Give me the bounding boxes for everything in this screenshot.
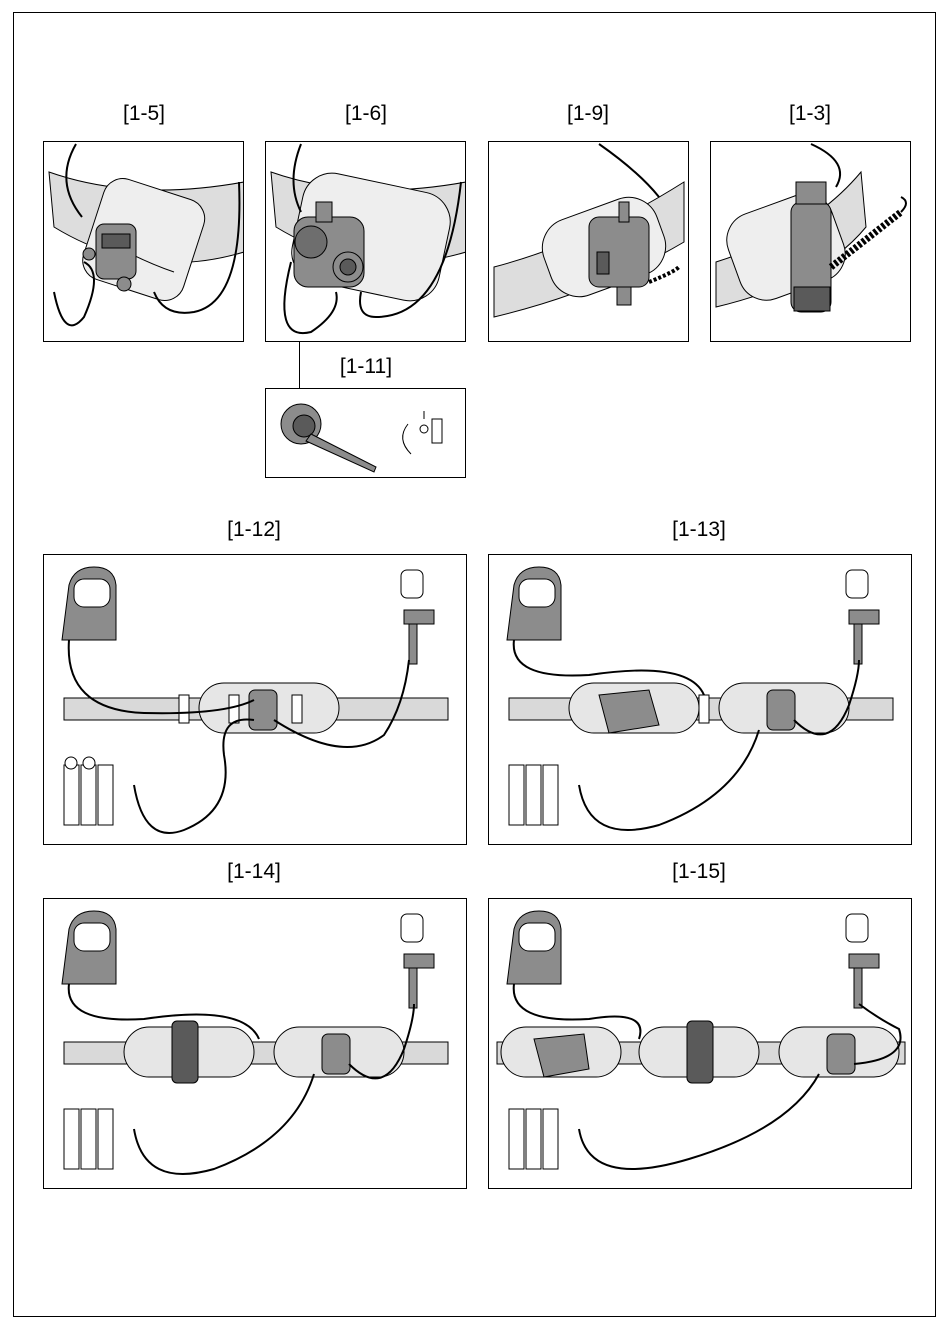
display-unit [172, 1021, 198, 1083]
figure-label-1-13: [1-13] [639, 518, 759, 542]
spray-gun-icon [846, 570, 879, 664]
flow-adjust-icon [403, 411, 442, 454]
system-layout-illustration [489, 899, 912, 1189]
air-filter-unit-icon [64, 757, 113, 825]
belt-regulator-illustration [44, 142, 244, 342]
belt-filter-illustration [711, 142, 911, 342]
regulator-device [767, 690, 795, 730]
hood-icon [62, 567, 116, 640]
figure-panel-1-15 [488, 898, 912, 1189]
system-layout-illustration [44, 899, 467, 1189]
figure-label-1-9: [1-9] [528, 102, 648, 126]
regulator-device [322, 1034, 350, 1074]
regulator-device [249, 690, 277, 730]
filter-unit [599, 690, 659, 733]
figure-label-1-15: [1-15] [639, 860, 759, 884]
figure-panel-1-13 [488, 554, 912, 845]
hood-icon [507, 911, 561, 984]
hood-icon [62, 911, 116, 984]
figure-panel-1-12 [43, 554, 467, 845]
figure-label-1-11: [1-11] [306, 355, 426, 379]
figure-panel-1-3 [710, 141, 911, 342]
belt-display-unit-illustration [489, 142, 689, 342]
figure-panel-1-6 [265, 141, 466, 342]
detail-connector-line [299, 342, 300, 388]
figure-panel-1-5 [43, 141, 244, 342]
spray-gun-icon [401, 914, 434, 1008]
figure-label-1-5: [1-5] [84, 102, 204, 126]
figure-label-1-14: [1-14] [194, 860, 314, 884]
air-filter-unit-icon [64, 1109, 113, 1169]
figure-panel-1-11 [265, 388, 466, 478]
figure-label-1-3: [1-3] [750, 102, 870, 126]
figure-label-1-6: [1-6] [306, 102, 426, 126]
belt-regulator-knob-illustration [266, 142, 466, 342]
air-filter-unit-icon [509, 765, 558, 825]
hood-icon [507, 567, 561, 640]
filter-cartridge [791, 182, 831, 312]
figure-label-1-12: [1-12] [194, 518, 314, 542]
spray-gun-icon [846, 914, 879, 1008]
figure-panel-1-9 [488, 141, 689, 342]
regulator-device [827, 1034, 855, 1074]
system-layout-illustration [489, 555, 912, 845]
system-layout-illustration [44, 555, 467, 845]
figure-panel-1-14 [43, 898, 467, 1189]
air-filter-unit-icon [509, 1109, 558, 1169]
spray-gun-icon [401, 570, 434, 664]
adjustment-knob-illustration [266, 389, 466, 478]
display-unit [687, 1021, 713, 1083]
filter-unit [534, 1034, 589, 1077]
